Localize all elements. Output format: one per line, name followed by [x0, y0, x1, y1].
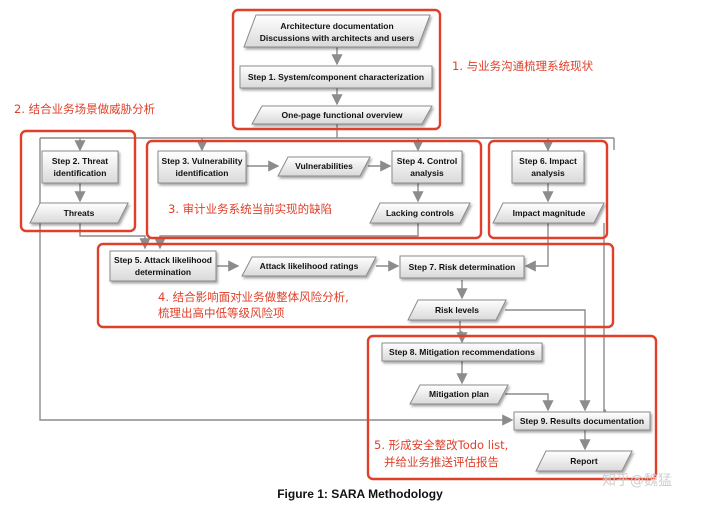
- nodes: Architecture documentation Discussions w…: [29, 14, 651, 472]
- arch-doc-label-1: Architecture documentation: [280, 21, 393, 31]
- risk-levels-node: [407, 299, 507, 321]
- annotation-notes: 1. 与业务沟通梳理系统现状 2. 结合业务场景做威胁分析 3. 审计业务系统当…: [14, 59, 594, 469]
- step9-node: [513, 411, 651, 431]
- threats-node: [29, 202, 129, 224]
- step4-label-1: Step 4. Control: [397, 156, 457, 166]
- highlight-box-3: [145, 139, 483, 240]
- lacking-controls-node: [369, 202, 471, 224]
- step2-label-2: identification: [54, 168, 107, 178]
- note-5-line-1: 5. 形成安全整改Todo list,: [374, 438, 508, 452]
- step5-label-2: determination: [135, 267, 191, 277]
- arrow-threats-step5: [79, 223, 151, 250]
- step6-label-1: Step 6. Impact: [519, 156, 577, 166]
- step5-node: [109, 250, 217, 282]
- vulnerabilities-node: [277, 156, 371, 177]
- arrow-mitplan-step9: [505, 393, 554, 412]
- lacking-controls-label: Lacking controls: [386, 208, 454, 218]
- impact-magnitude-node: [492, 202, 605, 224]
- arch-doc-label-2: Discussions with architects and users: [260, 33, 415, 43]
- figure-caption: Figure 1: SARA Methodology: [277, 487, 443, 501]
- highlight-box-5: [366, 334, 658, 481]
- attack-ratings-node: [241, 256, 377, 277]
- report-node: [535, 450, 633, 472]
- highlight-box-3b: [487, 139, 609, 240]
- highlight-box-1: [231, 8, 442, 131]
- note-3: 3. 审计业务系统当前实现的缺陷: [168, 202, 332, 216]
- note-4-line-1: 4. 结合影响面对业务做整体风险分析,: [158, 290, 349, 304]
- impact-magnitude-label: Impact magnitude: [513, 208, 586, 218]
- risk-levels-label: Risk levels: [435, 305, 479, 315]
- overview-node: [251, 105, 433, 125]
- step2-label-1: Step 2. Threat: [52, 156, 108, 166]
- step7-label: Step 7. Risk determination: [409, 262, 516, 272]
- note-1: 1. 与业务沟通梳理系统现状: [452, 59, 594, 73]
- step7-node: [399, 255, 525, 279]
- step9-label: Step 9. Results documentation: [520, 416, 644, 426]
- step8-node: [381, 342, 543, 362]
- arrow-lacking-step5: [154, 223, 419, 250]
- highlight-box-4: [96, 242, 615, 329]
- step3-label-2: identification: [176, 168, 229, 178]
- note-4-line-2: 梳理出高中低等级风险项: [158, 306, 285, 320]
- watermark-text: 知乎@魏猛: [602, 473, 672, 489]
- step1-label: Step 1. System/component characterizatio…: [248, 72, 424, 82]
- vulnerabilities-label: Vulnerabilities: [295, 161, 353, 171]
- step5-label-1: Step 5. Attack likelihood: [114, 255, 212, 265]
- step6-node: [511, 150, 585, 184]
- arch-doc-node: [243, 14, 431, 48]
- arrow-risklevels-step8: [456, 321, 468, 344]
- arrow-impact-step9: [599, 223, 611, 421]
- mitigation-plan-label: Mitigation plan: [429, 389, 489, 399]
- step3-label-1: Step 3. Vulnerability: [162, 156, 243, 166]
- step1-node: [239, 65, 433, 89]
- note-5-line-2: 并给业务推送评估报告: [384, 455, 499, 469]
- arrow-risklevels-step9: [505, 309, 591, 412]
- mitigation-plan-node: [409, 384, 509, 405]
- step2-node: [41, 150, 119, 184]
- step8-label: Step 8. Mitigation recommendations: [389, 347, 535, 357]
- highlight-box-2: [19, 129, 137, 233]
- step4-label-2: analysis: [410, 168, 444, 178]
- step6-label-2: analysis: [531, 168, 565, 178]
- report-label: Report: [570, 456, 598, 466]
- step3-node: [157, 150, 247, 184]
- threats-label: Threats: [64, 208, 95, 218]
- step4-node: [391, 150, 463, 184]
- attack-ratings-label: Attack likelihood ratings: [260, 261, 359, 271]
- overview-label: One-page functional overview: [282, 110, 403, 120]
- note-2: 2. 结合业务场景做威胁分析: [14, 102, 155, 116]
- highlight-boxes: [19, 8, 658, 481]
